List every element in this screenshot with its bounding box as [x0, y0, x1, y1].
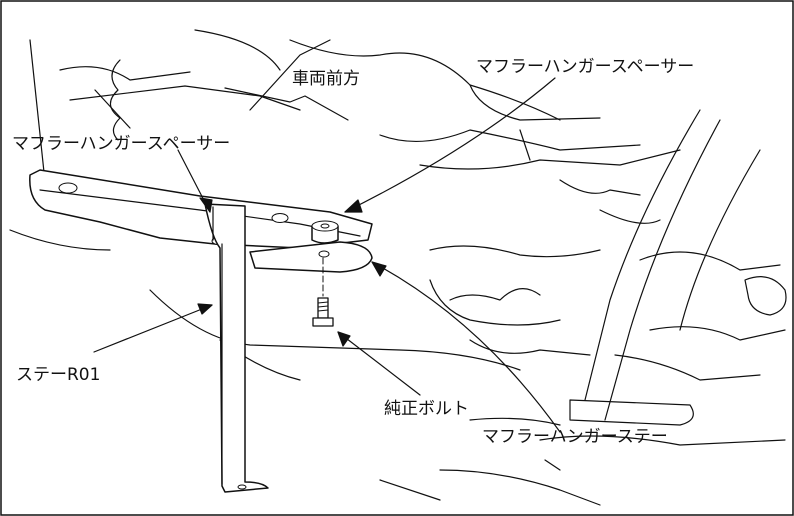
muffler-hanger-stay-part: [249, 241, 373, 273]
label-genuine-bolt: 純正ボルト: [384, 399, 469, 419]
label-vehicle-front: 車両前方: [292, 69, 360, 89]
label-spacer-left: マフラーハンガースペーサー: [12, 134, 230, 154]
arrowhead: [199, 197, 213, 213]
vehicle-underbody: [9, 29, 787, 506]
arrowhead: [344, 199, 363, 213]
spacer-part: [311, 220, 339, 244]
bracket-hole: [58, 182, 78, 194]
label-spacer-right: マフラーハンガースペーサー: [476, 57, 694, 77]
stay-r01-part: [204, 203, 269, 493]
arrowhead: [371, 261, 387, 277]
label-hanger-stay: マフラーハンガーステー: [482, 427, 668, 447]
label-stay-r01: ステーR01: [16, 365, 100, 385]
bolt-part: [312, 257, 334, 327]
arrowhead: [337, 331, 351, 347]
bracket-hole: [271, 213, 289, 223]
arrowhead: [197, 303, 213, 315]
leader-lines: [93, 77, 561, 433]
